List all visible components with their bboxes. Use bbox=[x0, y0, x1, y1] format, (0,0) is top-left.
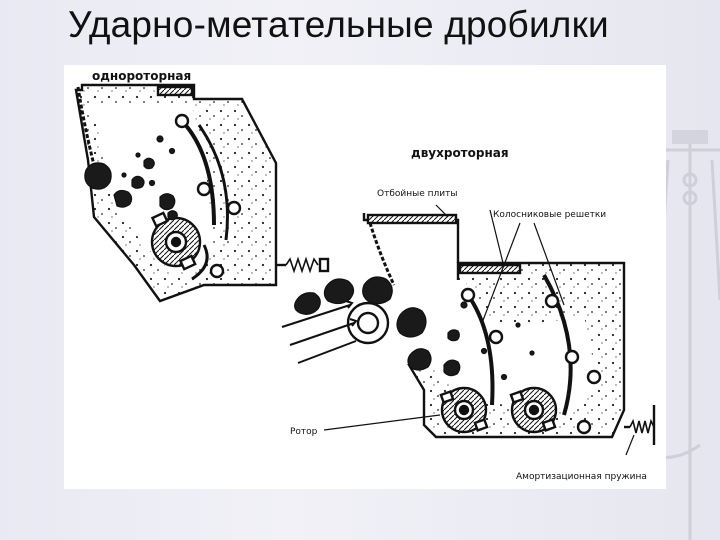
rocks-double bbox=[294, 276, 535, 381]
rocks-single bbox=[84, 135, 178, 221]
label-impact-plates: Отбойные плиты bbox=[377, 189, 457, 199]
label-grate-bars: Колосниковые решетки bbox=[493, 210, 606, 220]
label-double-rotor: двухроторная bbox=[411, 146, 509, 160]
slide-title: Ударно-метательные дробилки bbox=[68, 4, 609, 45]
crusher-diagram: однороторная двухроторная Отбойные плиты… bbox=[64, 65, 666, 489]
label-shock-spring: Амортизационная пружина bbox=[516, 472, 647, 482]
label-rotor: Ротор bbox=[290, 427, 318, 437]
leader-lines bbox=[323, 204, 635, 456]
single-rotor-crusher bbox=[74, 83, 330, 303]
label-single-rotor: однороторная bbox=[92, 69, 191, 83]
double-rotor-crusher bbox=[281, 213, 656, 445]
